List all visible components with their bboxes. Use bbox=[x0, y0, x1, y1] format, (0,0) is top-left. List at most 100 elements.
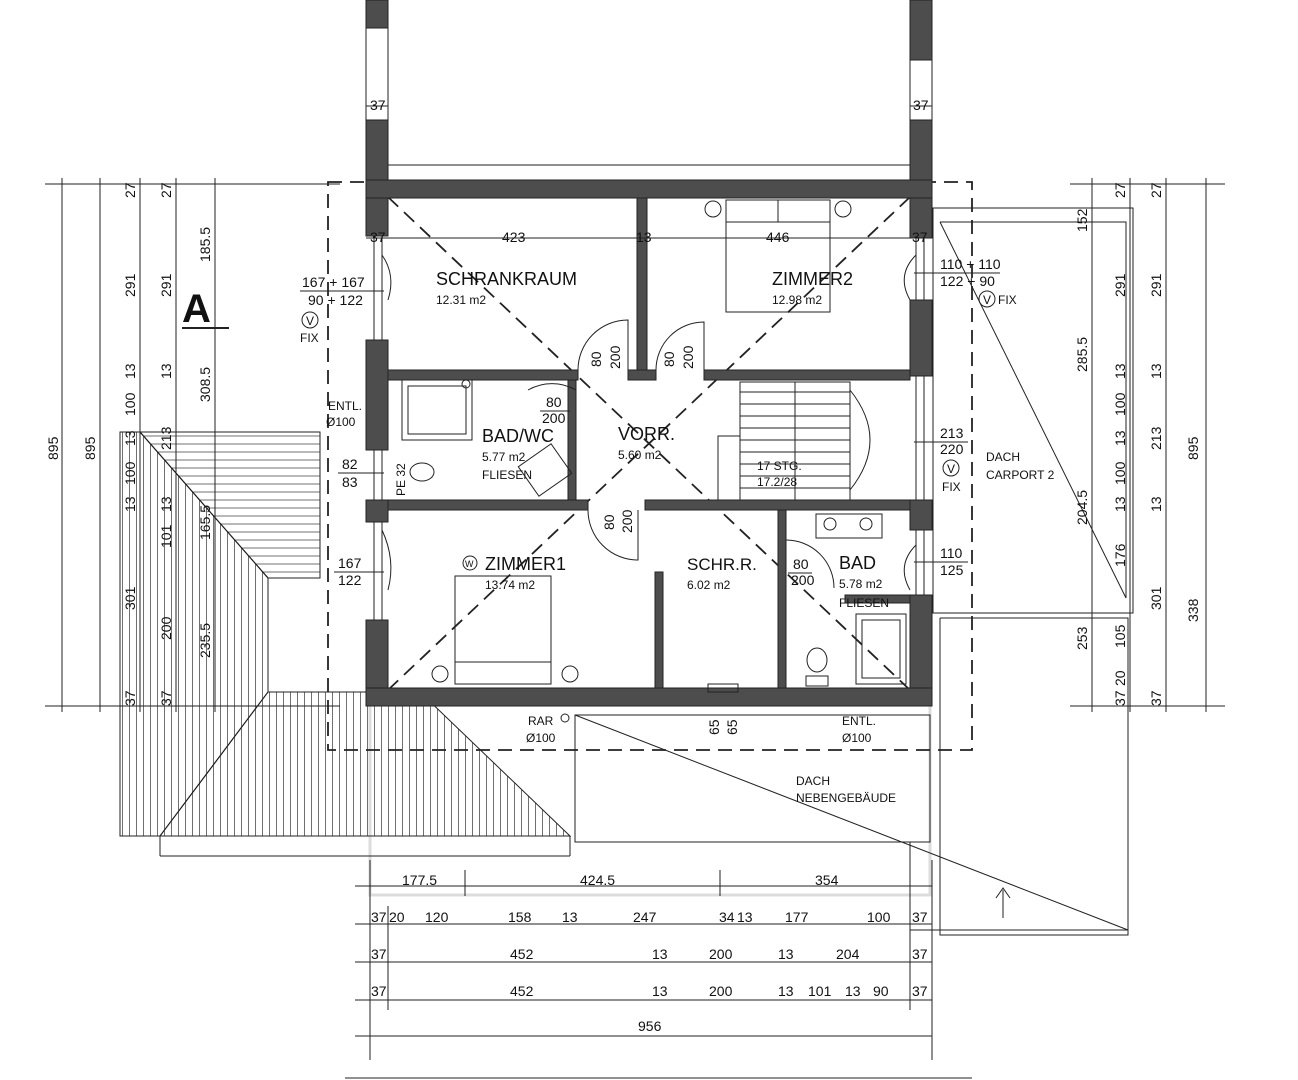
dim-b2-1: 37 bbox=[371, 909, 387, 925]
dim-left-a-4: 100 bbox=[122, 392, 138, 416]
dim-right-a-11: 20 bbox=[1112, 670, 1128, 686]
room-name-schrankraum: SCHRANKRAUM bbox=[436, 269, 577, 289]
dim-top-wall-l: 37 bbox=[370, 229, 386, 245]
walls bbox=[365, 179, 933, 707]
dim-left-b-5: 13 bbox=[158, 496, 174, 512]
door-d2-h: 200 bbox=[680, 345, 696, 369]
dim-left-c-2: 308.5 bbox=[197, 367, 213, 402]
dim-right-c-2: 285.5 bbox=[1074, 337, 1090, 372]
dim-left-b-1: 27 bbox=[158, 182, 174, 198]
dim-left-b-4: 213 bbox=[158, 426, 174, 450]
dim-left-a-8: 301 bbox=[122, 586, 138, 610]
dim-b2-11: 37 bbox=[912, 909, 928, 925]
roof-neben-line2: NEBENGEBÄUDE bbox=[796, 791, 896, 805]
doors bbox=[527, 319, 835, 693]
dims-bottom: 177.5 424.5 354 37 20 120 158 13 247 34 … bbox=[345, 860, 972, 1079]
door-d6-bottom: 65 bbox=[724, 719, 740, 735]
dim-right-a-2: 291 bbox=[1112, 273, 1128, 297]
dim-right-a-6: 100 bbox=[1112, 461, 1128, 485]
dim-total-width: 956 bbox=[638, 1018, 662, 1034]
dim-right-b-3: 13 bbox=[1148, 363, 1164, 379]
door-d5-h: 200 bbox=[791, 572, 815, 588]
dim-right-total: 895 bbox=[1185, 436, 1201, 460]
dim-b1-2: 424.5 bbox=[580, 872, 615, 888]
room-area-schrr: 6.02 m2 bbox=[687, 578, 731, 592]
dim-right-a-1: 27 bbox=[1112, 182, 1128, 198]
win-right-low-b: 125 bbox=[940, 562, 964, 578]
dim-right-c-4: 253 bbox=[1074, 626, 1090, 650]
dim-b2-9: 177 bbox=[785, 909, 809, 925]
dim-left-total-b: 895 bbox=[82, 436, 98, 460]
win-left-mid-b: 83 bbox=[342, 474, 358, 490]
room-name-zimmer2: ZIMMER2 bbox=[772, 269, 853, 289]
fix-right-mid: FIX bbox=[942, 480, 961, 494]
roof-neben-line1: DACH bbox=[796, 774, 830, 788]
v-symbol-left: V bbox=[306, 314, 314, 328]
dim-right-a-10: 37 bbox=[1112, 690, 1128, 706]
dim-b3-1: 37 bbox=[371, 946, 387, 962]
door-d1-w: 80 bbox=[588, 351, 604, 367]
room-area-bad: 5.78 m2 bbox=[839, 577, 883, 591]
room-floor-bad: FLIESEN bbox=[839, 596, 889, 610]
entl-left-line1: ENTL. bbox=[328, 399, 362, 413]
dim-left-b-7: 200 bbox=[158, 616, 174, 640]
dim-b3-4: 200 bbox=[709, 946, 733, 962]
room-name-vorr: VORR. bbox=[618, 424, 675, 444]
dims-right: 152 285.5 204.5 253 27 291 13 100 13 100… bbox=[1070, 178, 1225, 712]
door-d6-top: 65 bbox=[706, 719, 722, 735]
dim-left-a-6: 100 bbox=[122, 461, 138, 485]
staircase bbox=[717, 381, 871, 501]
win-left-low-t: 167 bbox=[338, 555, 362, 571]
dim-left-b-8: 37 bbox=[158, 690, 174, 706]
entl-bottom-line1: ENTL. bbox=[842, 714, 876, 728]
dim-right-a-5: 13 bbox=[1112, 430, 1128, 446]
door-d3-w: 80 bbox=[546, 394, 562, 410]
dim-b1-1: 177.5 bbox=[402, 872, 437, 888]
win-left-top-b: 90 + 122 bbox=[308, 292, 363, 308]
dim-left-a-9: 37 bbox=[122, 690, 138, 706]
dim-b3-6: 204 bbox=[836, 946, 860, 962]
dim-right-a-4: 100 bbox=[1112, 392, 1128, 416]
room-name-bad: BAD bbox=[839, 553, 876, 573]
dim-b4-8: 90 bbox=[873, 983, 889, 999]
dim-b3-2: 452 bbox=[510, 946, 534, 962]
annotations: ENTL. Ø100 ENTL. Ø100 RAR Ø100 V FIX V F… bbox=[300, 290, 1017, 745]
v-symbol-right-top: V bbox=[983, 293, 991, 307]
win-left-low-b: 122 bbox=[338, 572, 362, 588]
rar-line2: Ø100 bbox=[526, 731, 556, 745]
pipe-label: PE 32 bbox=[394, 463, 408, 496]
dim-left-b-6: 101 bbox=[158, 524, 174, 548]
door-d4-h: 200 bbox=[619, 509, 635, 533]
win-left-top-t: 167 + 167 bbox=[302, 274, 365, 290]
dim-left-a-2: 291 bbox=[122, 273, 138, 297]
upper-walls bbox=[365, 0, 933, 181]
dim-left-a-1: 27 bbox=[122, 182, 138, 198]
door-d5-w: 80 bbox=[793, 556, 809, 572]
dim-right-c-3: 204.5 bbox=[1074, 490, 1090, 525]
door-d2-w: 80 bbox=[661, 351, 677, 367]
dims-left: 895 895 27 291 13 100 13 100 13 301 37 2… bbox=[45, 178, 340, 712]
rar-line1: RAR bbox=[528, 714, 554, 728]
win-right-mid-t: 213 bbox=[940, 425, 964, 441]
roof-carport-line2: CARPORT 2 bbox=[986, 468, 1055, 482]
dim-b4-2: 452 bbox=[510, 983, 534, 999]
dim-right-b-6: 301 bbox=[1148, 586, 1164, 610]
dim-b4-7: 13 bbox=[845, 983, 861, 999]
dim-right-b-4: 213 bbox=[1148, 426, 1164, 450]
win-right-low-t: 110 bbox=[940, 545, 963, 561]
section-marker: A bbox=[182, 287, 229, 331]
roof-nebengebaeude bbox=[574, 714, 1129, 931]
dim-b2-4: 158 bbox=[508, 909, 532, 925]
dim-left-a-7: 13 bbox=[122, 496, 138, 512]
dim-left-c-1: 185.5 bbox=[197, 227, 213, 262]
dim-right-a-9: 105 bbox=[1112, 624, 1128, 648]
stair-steps: 17 STG. bbox=[757, 459, 802, 473]
dim-b2-7: 34 bbox=[719, 909, 735, 925]
room-name-badwc: BAD/WC bbox=[482, 426, 554, 446]
w-symbol: W bbox=[465, 559, 474, 569]
win-right-top-b: 122 + 90 bbox=[940, 273, 995, 289]
dim-right-a-7: 13 bbox=[1112, 496, 1128, 512]
roof-carport-line1: DACH bbox=[986, 450, 1020, 464]
dim-b2-2: 20 bbox=[389, 909, 405, 925]
